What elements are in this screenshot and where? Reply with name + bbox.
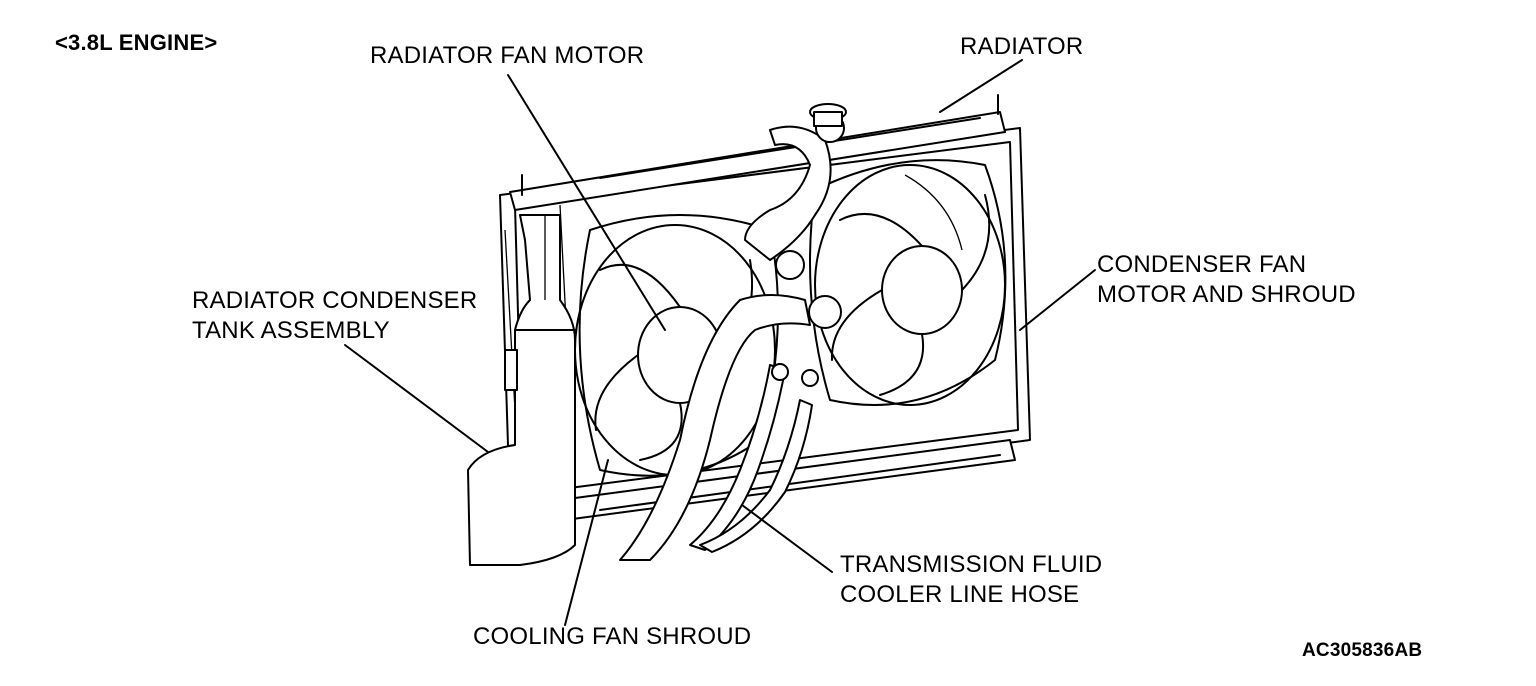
- label-condenser-tank-line1: RADIATOR CONDENSER: [192, 287, 478, 314]
- label-cooling-fan-shroud: COOLING FAN SHROUD: [473, 623, 752, 650]
- label-transmission-line2: COOLER LINE HOSE: [840, 581, 1080, 608]
- label-radiator-fan-motor: RADIATOR FAN MOTOR: [370, 42, 645, 69]
- cooling-fan-shroud: [574, 214, 779, 477]
- label-condenser-fan-line2: MOTOR AND SHROUD: [1097, 281, 1356, 308]
- lower-radiator-hose: [619, 294, 842, 561]
- label-radiator: RADIATOR: [960, 33, 1084, 60]
- label-condenser-fan-line1: CONDENSER FAN: [1097, 251, 1307, 278]
- leader-lines: [344, 59, 1096, 626]
- leader-condenser-fan: [1019, 269, 1096, 331]
- condenser-fan-shroud: [809, 159, 1007, 406]
- transmission-cooler-hoses: [689, 363, 819, 553]
- leader-radiator: [939, 59, 1023, 113]
- engine-header: <3.8L ENGINE>: [55, 30, 218, 55]
- radiator-cap: [809, 103, 847, 127]
- figure-id: AC305836AB: [1302, 640, 1423, 661]
- condenser-tank-assembly: [467, 214, 576, 566]
- leader-radiator-fan-motor: [507, 74, 666, 331]
- leader-cooling-fan-shroud: [564, 459, 609, 626]
- label-condenser-tank-line2: TANK ASSEMBLY: [192, 317, 390, 344]
- leader-transmission-hose: [741, 504, 833, 573]
- label-transmission-line1: TRANSMISSION FLUID: [840, 551, 1103, 578]
- leader-condenser-tank: [344, 344, 489, 453]
